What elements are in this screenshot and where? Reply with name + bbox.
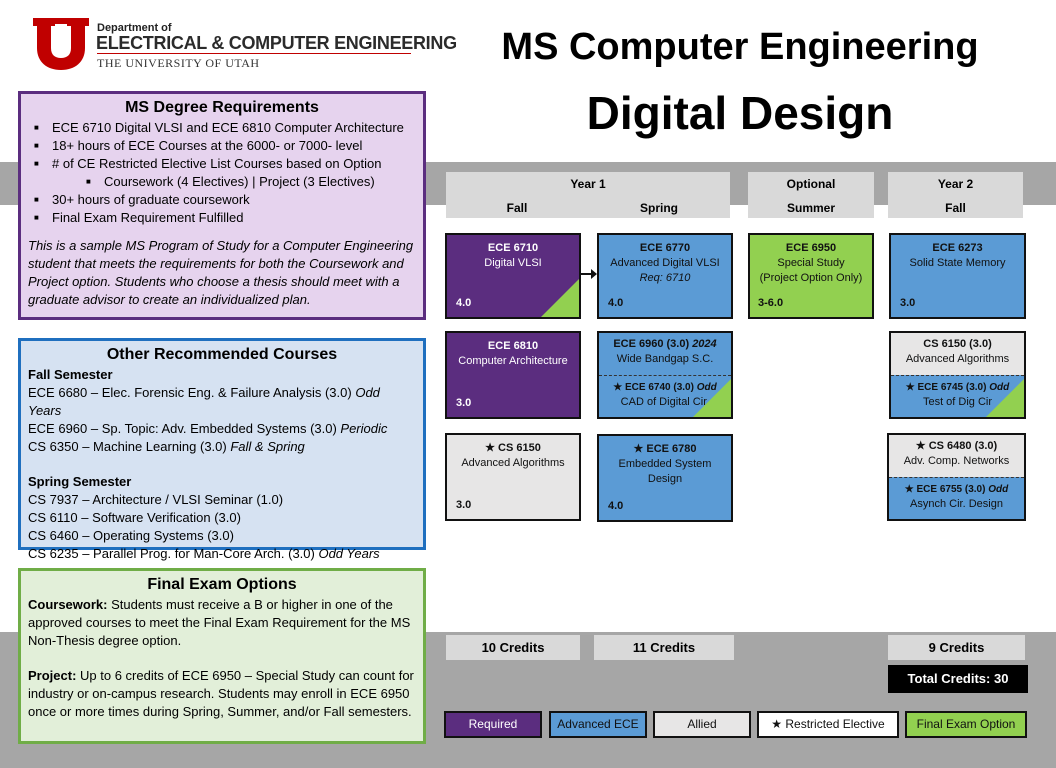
project-option: Project: Up to 6 credits of ECE 6950 – S… [28, 668, 414, 719]
fall-semester-heading: Fall Semester [28, 367, 113, 382]
other-courses-heading: Other Recommended Courses [106, 346, 338, 363]
legend-allied: Allied [653, 711, 751, 738]
logo-department-name: ELECTRICAL & COMPUTER ENGINEERING [96, 33, 457, 53]
course-ece-6960: ECE 6960 (3.0) 2024 Wide Bandgap S.C. [613, 338, 717, 365]
course-line: CS 6110 – Software Verification (3.0) [28, 510, 241, 525]
spring-credits: 11 Credits [594, 635, 734, 660]
legend-advanced-ece: Advanced ECE [549, 711, 647, 738]
course-line: ECE 6960 – Sp. Topic: Adv. Embedded Syst… [28, 421, 388, 436]
requirement-item: 18+ hours of ECE Courses at the 6000- or… [28, 137, 416, 155]
requirement-subitem: Coursework (4 Electives) | Project (3 El… [28, 173, 416, 191]
coursework-option: Coursework: Students must receive a B or… [28, 597, 411, 648]
year2-header: Year 2 Fall [888, 172, 1023, 218]
fall-credits: 10 Credits [446, 635, 580, 660]
spacer [28, 650, 416, 667]
legend-restricted-elective: ★ Restricted Elective [757, 711, 899, 738]
fall-label: Fall [506, 201, 528, 215]
degree-requirements-panel: MS Degree Requirements ECE 6710 Digital … [18, 91, 426, 320]
spring-semester-heading: Spring Semester [28, 474, 132, 489]
course-line: CS 6460 – Operating Systems (3.0) [28, 528, 234, 543]
legend-required: Required [444, 711, 542, 738]
year2-label: Year 2 [937, 177, 974, 191]
course-line: CS 6350 – Machine Learning (3.0) Fall & … [28, 439, 305, 454]
course-ece-6780: ★ ECE 6780 Embedded System Design 4.0 [597, 434, 733, 522]
course-cs-6150-fall2: CS 6150 (3.0) Advanced Algorithms [891, 333, 1024, 375]
prerequisite-arrow [581, 269, 597, 279]
course-cs-6150: ★ CS 6150 Advanced Algorithms 3.0 [445, 433, 581, 521]
requirement-item: ECE 6710 Digital VLSI and ECE 6810 Compu… [28, 119, 416, 137]
logo-university-name: THE UNIVERSITY OF UTAH [97, 56, 260, 70]
department-logo: Department of ELECTRICAL & COMPUTER ENGI… [33, 18, 457, 70]
year1-label: Year 1 [570, 177, 606, 191]
summer-label: Summer [786, 201, 836, 215]
other-courses-panel: Other Recommended Courses Fall Semester … [18, 338, 426, 561]
course-ece-6740: ★ ECE 6740 (3.0) Odd CAD of Digital Cir. [599, 375, 731, 417]
requirement-item: # of CE Restricted Elective List Courses… [28, 155, 416, 173]
final-exam-panel: Final Exam Options Coursework: Students … [18, 568, 426, 744]
course-ece-6745: ★ ECE 6745 (3.0) Odd Test of Dig Cir [891, 375, 1024, 417]
optional-label: Optional [786, 177, 836, 191]
course-ece-6950: ECE 6950 Special Study (Project Option O… [748, 233, 874, 319]
degree-requirements-heading: MS Degree Requirements [125, 99, 319, 116]
course-line: CS 6235 – Parallel Prog. for Man-Core Ar… [28, 546, 380, 561]
final-exam-marker [541, 279, 579, 317]
course-ece-6810: ECE 6810 Computer Architecture 3.0 [445, 331, 581, 419]
course-ece-6960-and-6740: ECE 6960 (3.0) 2024 Wide Bandgap S.C. ★ … [597, 331, 733, 419]
course-cs-6480: ★ CS 6480 (3.0) Adv. Comp. Networks [889, 435, 1024, 477]
spring-label: Spring [640, 201, 678, 215]
logo-divider [97, 53, 411, 54]
logo-department-of: Department of [97, 22, 172, 34]
page-subtitle: Digital Design [586, 87, 894, 139]
course-line: CS 7937 – Architecture / VLSI Seminar (1… [28, 492, 284, 507]
requirements-list: ECE 6710 Digital VLSI and ECE 6810 Compu… [28, 119, 416, 227]
legend-final-exam-option: Final Exam Option [905, 711, 1027, 738]
course-ece-6770: ECE 6770 Advanced Digital VLSI Req: 6710… [597, 233, 733, 319]
course-ece-6273: ECE 6273 Solid State Memory 3.0 [889, 233, 1026, 319]
course-cs-6480-and-ece-6755: ★ CS 6480 (3.0) Adv. Comp. Networks ★ EC… [887, 433, 1026, 521]
year1-header: Year 1 Fall Spring [446, 172, 730, 218]
course-cs-6150-and-ece-6745: CS 6150 (3.0) Advanced Algorithms ★ ECE … [889, 331, 1026, 419]
university-u-logo-icon [33, 18, 89, 70]
course-ece-6755: ★ ECE 6755 (3.0) Odd Asynch Cir. Design [889, 477, 1024, 519]
total-credits: Total Credits: 30 [888, 665, 1028, 693]
fall2-credits: 9 Credits [888, 635, 1025, 660]
requirement-item: Final Exam Requirement Fulfilled [28, 209, 416, 227]
final-exam-heading: Final Exam Options [147, 576, 297, 593]
page-title: MS Computer Engineering [501, 26, 979, 68]
summer-header: Optional Summer [748, 172, 874, 218]
fall2-label: Fall [945, 201, 966, 215]
course-line: ECE 6680 – Elec. Forensic Eng. & Failure… [28, 385, 380, 418]
course-ece-6710: ECE 6710 Digital VLSI 4.0 [445, 233, 581, 319]
spacer [28, 456, 416, 473]
requirement-item: 30+ hours of graduate coursework [28, 191, 416, 209]
program-note: This is a sample MS Program of Study for… [28, 238, 414, 307]
